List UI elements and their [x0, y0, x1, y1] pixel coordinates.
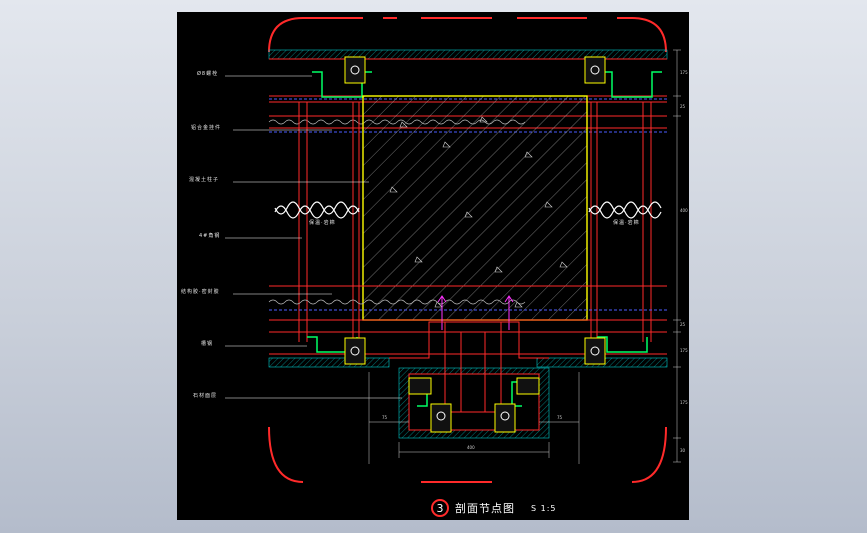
dim-side-7: 30: [680, 448, 686, 453]
insulation-label-left: 保温·岩棉: [309, 220, 336, 226]
dim-side-5: 175: [680, 348, 688, 353]
dim-side-3: 400: [680, 208, 688, 213]
anchor-bolts: [437, 295, 514, 330]
right-dimension-chain: [673, 49, 681, 463]
dim-side-6: 175: [680, 400, 688, 405]
dim-side-2: 25: [680, 104, 686, 109]
insulation-label-right: 保温·岩棉: [613, 220, 640, 226]
lower-insulation: [268, 285, 667, 321]
annotation-label-1: Ø8螺栓: [197, 71, 219, 77]
bottom-dimension: [368, 372, 580, 464]
leader-lines: [225, 75, 402, 399]
dim-side-1: 175: [680, 70, 688, 75]
annotation-label-2: 铝合金挂件: [191, 125, 222, 131]
outer-frame: [268, 17, 667, 483]
drawing-title-block: 3 剖面节点图 S 1:5: [431, 498, 557, 518]
concrete-column: [362, 95, 588, 321]
drawing-scale: S 1:5: [531, 503, 557, 513]
annotation-label-3: 混凝土柱子: [189, 177, 220, 183]
cad-viewport[interactable]: Ø8螺栓 铝合金挂件 混凝土柱子 4#角钢 结构胶·密封胶 槽钢 石材面层 保温…: [177, 12, 689, 520]
annotation-label-7: 石材面层: [193, 393, 218, 399]
side-insulation: [274, 201, 662, 219]
dim-side-4: 25: [680, 322, 686, 327]
top-cladding: [268, 49, 668, 103]
dim-offset-right: 75: [557, 415, 563, 420]
dim-offset-left: 75: [382, 415, 388, 420]
title-number-badge: 3: [431, 499, 449, 517]
side-structure: [298, 102, 652, 342]
bottom-box: [389, 321, 550, 439]
dim-main-width: 400: [467, 445, 475, 450]
annotation-label-6: 槽钢: [201, 341, 214, 347]
section-drawing: [225, 17, 681, 483]
annotation-label-5: 结构胶·密封胶: [181, 289, 220, 295]
drawing-title: 剖面节点图: [455, 502, 515, 515]
lower-cladding: [268, 331, 668, 368]
annotation-label-4: 4#角钢: [199, 233, 221, 239]
